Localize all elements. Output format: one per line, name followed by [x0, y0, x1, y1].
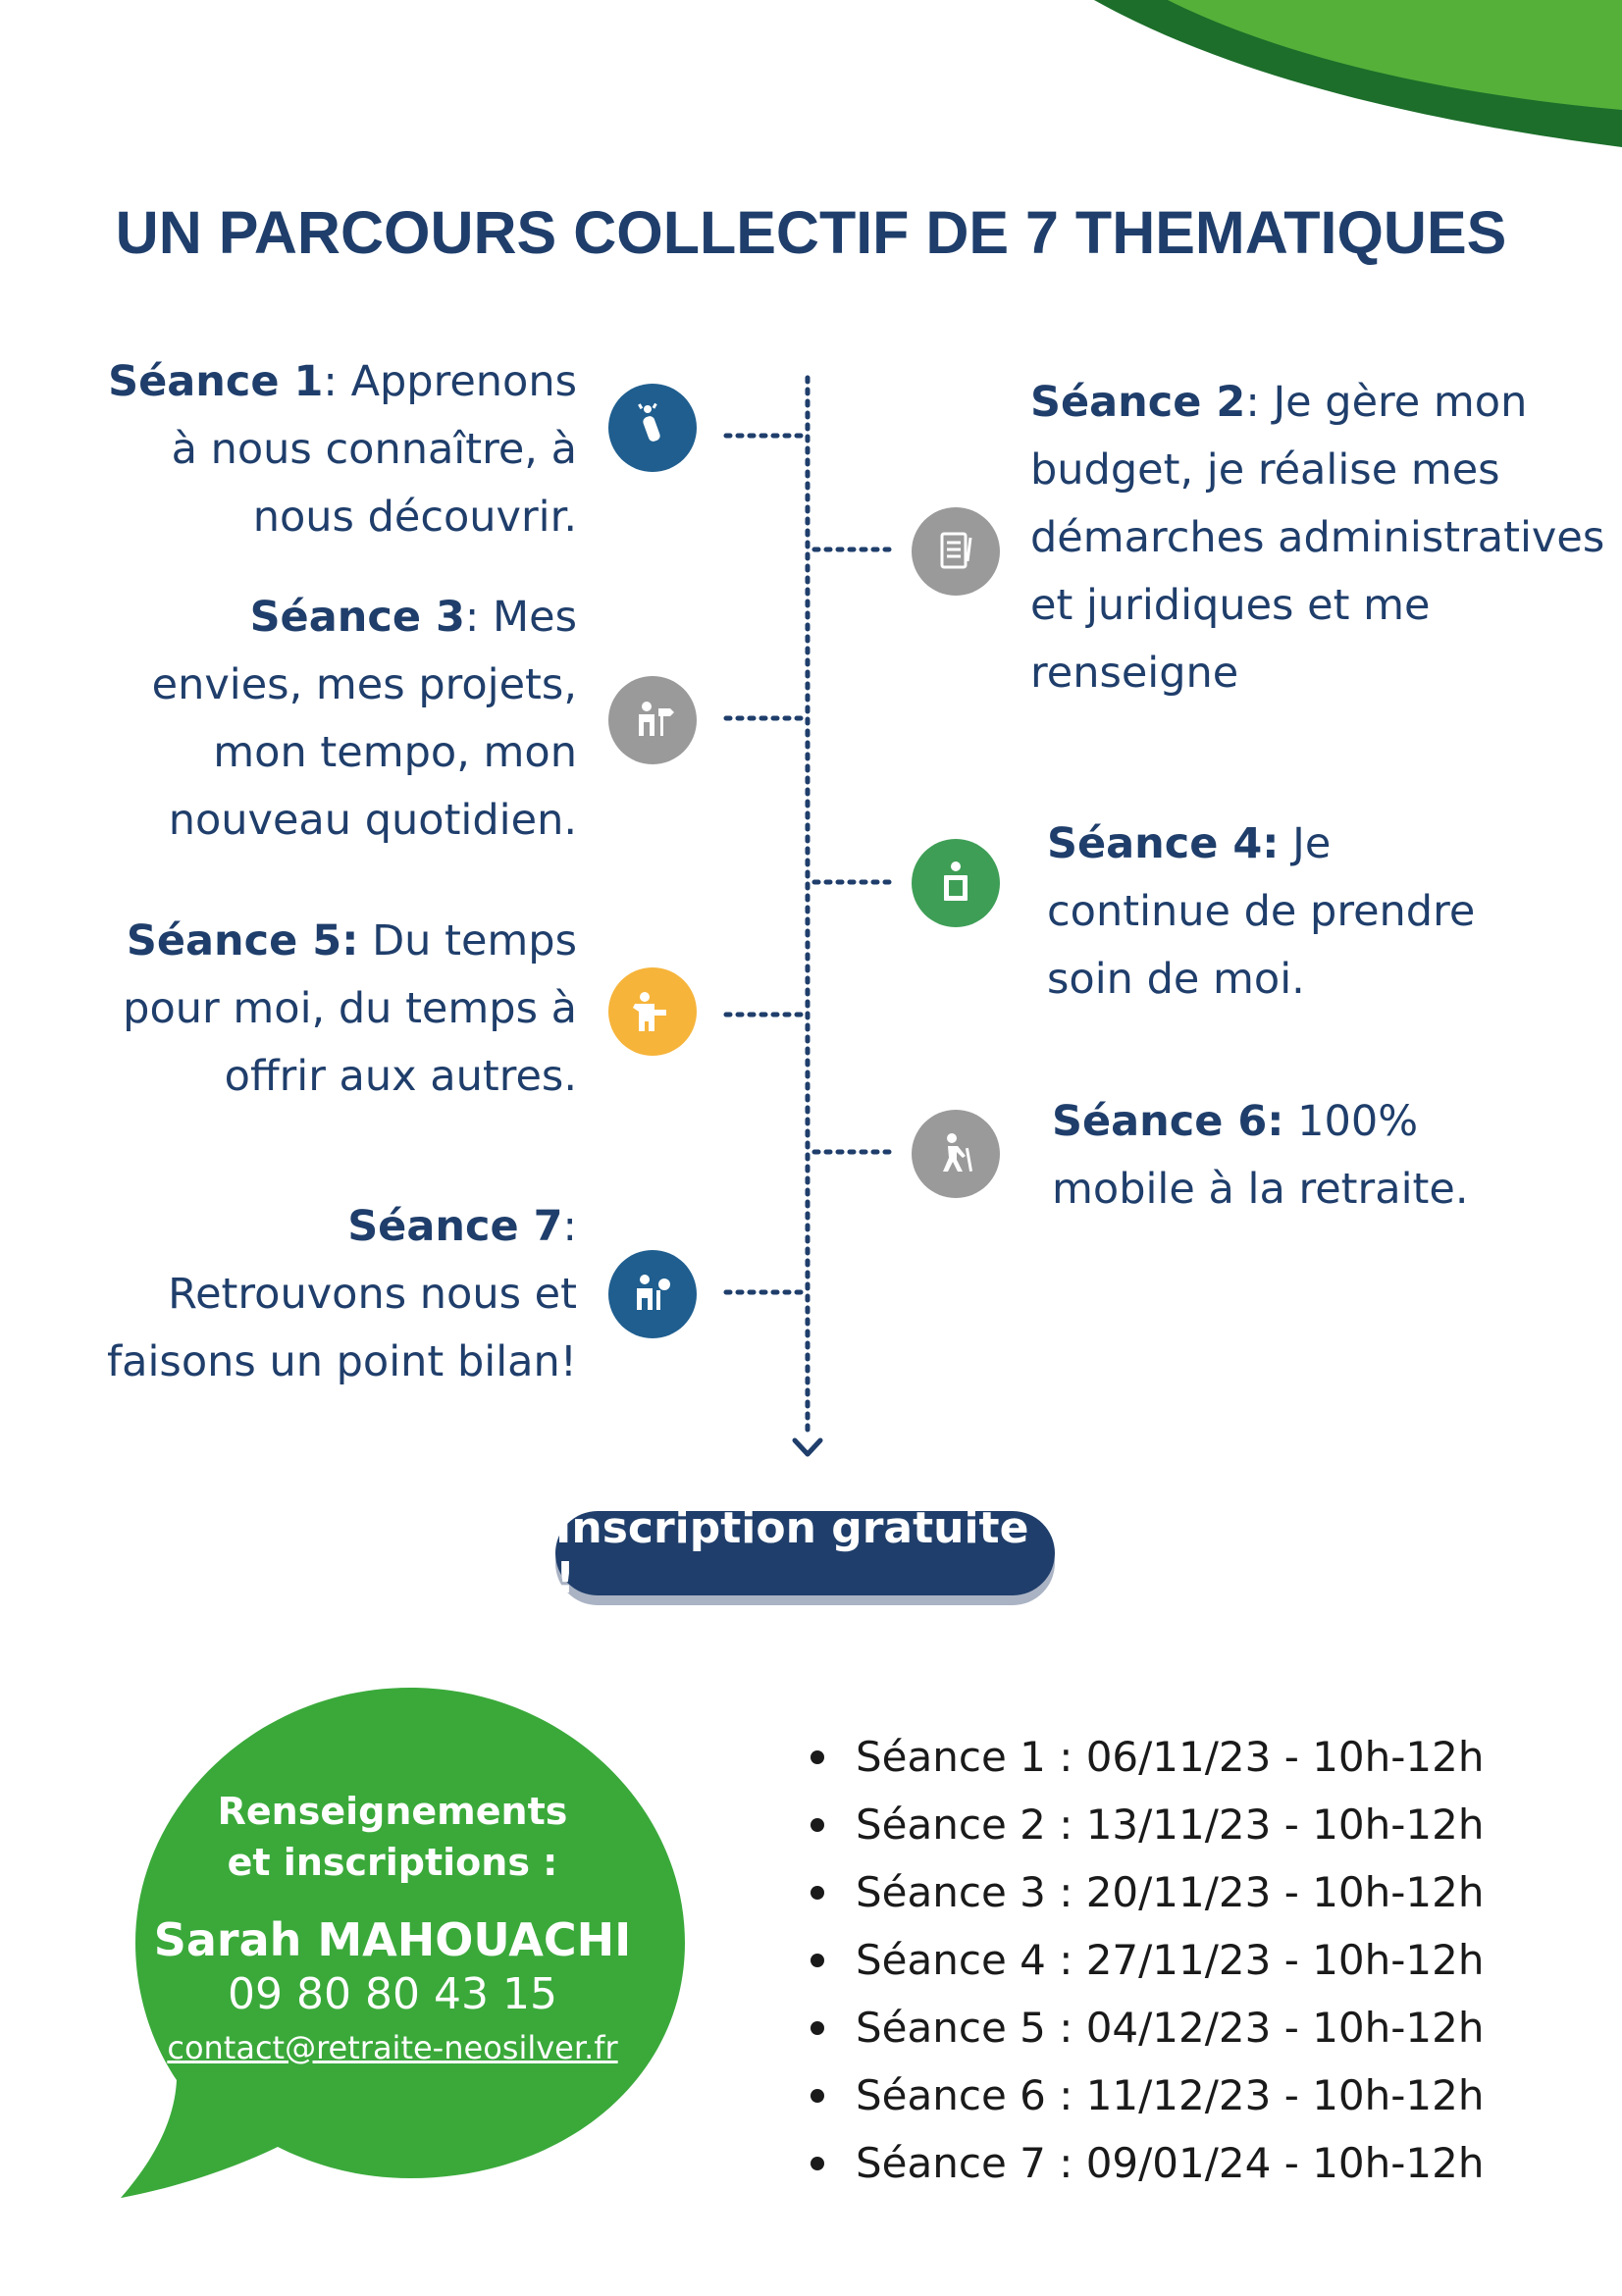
schedule-item: Séance 2 : 13/11/23 - 10h-12h: [805, 1791, 1484, 1858]
session-1-text: Séance 1: Apprenons à nous connaître, à …: [108, 357, 577, 542]
person-at-desk-icon: [912, 839, 1000, 927]
session-4-text: Séance 4: Je continue de prendre soin de…: [1047, 819, 1476, 1004]
session-6-text: Séance 6: 100% mobile à la retraite.: [1052, 1097, 1469, 1214]
session-7-text: Séance 7: Retrouvons nous et faisons un …: [106, 1202, 577, 1386]
session-2-text: Séance 2: Je gère mon budget, je réalise…: [1030, 378, 1605, 698]
timeline: [723, 375, 899, 1457]
session-3-text: Séance 3: Mes envies, mes projets, mon t…: [151, 593, 577, 845]
bullet-icon: [811, 1886, 824, 1900]
page-title: UN PARCOURS COLLECTIF DE 7 THEMATIQUES: [115, 199, 1507, 266]
decorative-swoosh: [1094, 0, 1622, 147]
person-walking-cane-icon: [912, 1110, 1000, 1198]
schedule-item: Séance 3 : 20/11/23 - 10h-12h: [805, 1858, 1484, 1926]
bullet-icon: [811, 1750, 824, 1764]
free-registration-badge: Inscription gratuite !: [555, 1503, 1055, 1603]
bullet-icon: [811, 2089, 824, 2103]
microphone-icon: [608, 384, 697, 472]
schedule-item: Séance 5 : 04/12/23 - 10h-12h: [805, 1994, 1484, 2061]
contact-name: Sarah MAHOUACHI: [153, 1913, 632, 1966]
schedule-item: Séance 1 : 06/11/23 - 10h-12h: [805, 1723, 1484, 1791]
schedule-list: Séance 1 : 06/11/23 - 10h-12h Séance 2 :…: [805, 1723, 1484, 2197]
schedule-item: Séance 6 : 11/12/23 - 10h-12h: [805, 2061, 1484, 2129]
person-signpost-icon: [608, 676, 697, 764]
bullet-icon: [811, 1818, 824, 1832]
schedule-item: Séance 7 : 09/01/24 - 10h-12h: [805, 2129, 1484, 2197]
contact-email-link[interactable]: contact@retraite-neosilver.fr: [167, 2029, 618, 2066]
bullet-icon: [811, 2157, 824, 2170]
document-icon: [912, 507, 1000, 596]
bullet-icon: [811, 1954, 824, 1967]
contact-phone[interactable]: 09 80 80 43 15: [228, 1969, 557, 2019]
person-speaking-icon: [608, 1250, 697, 1338]
contact-speech-bubble: [121, 1688, 685, 2198]
session-5-text: Séance 5: Du temps pour moi, du temps à …: [123, 916, 577, 1101]
schedule-item: Séance 4 : 27/11/23 - 10h-12h: [805, 1926, 1484, 1994]
person-giving-icon: [608, 967, 697, 1056]
bullet-icon: [811, 2021, 824, 2035]
